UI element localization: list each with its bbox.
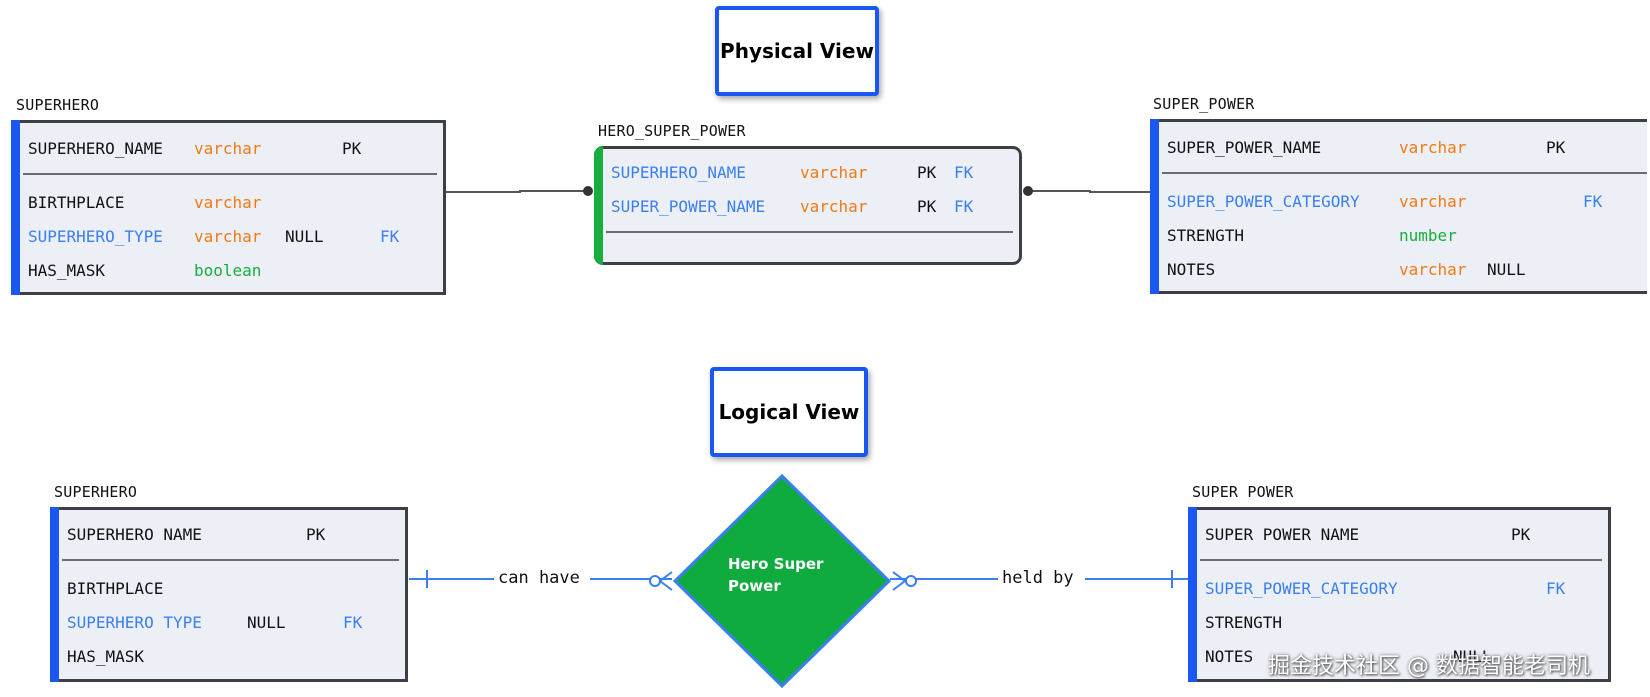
relationship-name-line1: Hero Super xyxy=(728,555,824,573)
pk-marker: PK xyxy=(1511,525,1531,544)
relationship-right-label: held by xyxy=(998,568,1078,588)
logical-superhero-table[interactable]: SUPERHERO NAME PK BIRTHPLACE SUPERHERO T… xyxy=(50,507,408,682)
logical-super-power-table-name: SUPER POWER xyxy=(1192,483,1294,501)
fk-marker: FK xyxy=(954,197,974,216)
column-name: SUPER_POWER_CATEGORY xyxy=(1167,192,1360,211)
physical-hero-super-power-table[interactable]: SUPERHERO_NAME varchar PK FK SUPER_POWER… xyxy=(594,146,1022,265)
fk-marker: FK xyxy=(1583,192,1603,211)
pk-column-name: SUPER_POWER_NAME xyxy=(1167,138,1322,157)
relationship-name-line2: Power xyxy=(728,577,781,595)
table-divider xyxy=(23,173,437,175)
watermark: 掘金技术社区 @ 数据智能老司机 xyxy=(1268,654,1590,679)
column-name: SUPER_POWER_NAME xyxy=(611,197,766,216)
physical-connector-right xyxy=(1028,190,1152,193)
pk-marker: PK xyxy=(917,163,937,182)
column-name: HAS_MASK xyxy=(28,261,106,280)
column-type: varchar xyxy=(800,163,868,182)
fk-marker: FK xyxy=(343,613,363,632)
column-type: number xyxy=(1399,226,1457,245)
column-name: SUPERHERO TYPE xyxy=(67,613,202,632)
column-name: STRENGTH xyxy=(1167,226,1245,245)
logical-super-power-table[interactable]: SUPER POWER NAME PK SUPER_POWER_CATEGORY… xyxy=(1188,507,1611,682)
physical-hero-super-power-table-name: HERO_SUPER_POWER xyxy=(598,122,746,140)
column-name: SUPERHERO_TYPE xyxy=(28,227,163,246)
column-name: SUPER_POWER_CATEGORY xyxy=(1205,579,1398,598)
relationship-left-label: can have xyxy=(494,568,584,588)
column-type: boolean xyxy=(194,261,262,280)
table-divider xyxy=(1162,172,1647,174)
logical-right-crowfoot xyxy=(892,571,907,591)
column-name: NOTES xyxy=(1167,260,1216,279)
physical-super-power-table[interactable]: SUPER_POWER_NAME varchar PK SUPER_POWER_… xyxy=(1150,119,1647,294)
pk-column-name: SUPER POWER NAME xyxy=(1205,525,1360,544)
column-type: varchar xyxy=(194,193,262,212)
physical-connector-right-dot xyxy=(1023,186,1033,196)
logical-left-crowfoot xyxy=(658,571,673,591)
pk-column-type: varchar xyxy=(194,139,262,158)
pk-marker: PK xyxy=(917,197,937,216)
fk-marker: FK xyxy=(380,227,400,246)
table-divider xyxy=(1200,559,1602,561)
relationship-name: Hero Super Power xyxy=(728,553,823,597)
logical-right-zero-mark xyxy=(905,575,917,587)
column-name: SUPERHERO_NAME xyxy=(611,163,746,182)
column-type: varchar xyxy=(1399,192,1467,211)
pk-column-name: SUPERHERO NAME xyxy=(67,525,202,544)
column-name: STRENGTH xyxy=(1205,613,1283,632)
relationship-diamond xyxy=(672,473,892,689)
column-name: NOTES xyxy=(1205,647,1254,666)
logical-superhero-table-name: SUPERHERO xyxy=(54,483,138,501)
physical-superhero-table-name: SUPERHERO xyxy=(16,96,100,114)
table-divider xyxy=(62,559,399,561)
physical-view-title: Physical View xyxy=(715,6,879,96)
column-type: varchar xyxy=(800,197,868,216)
logical-view-title: Logical View xyxy=(710,367,868,457)
null-marker: NULL xyxy=(1487,260,1526,279)
pk-column-type: varchar xyxy=(1399,138,1467,157)
pk-marker: PK xyxy=(1546,138,1566,157)
column-name: HAS_MASK xyxy=(67,647,145,666)
physical-connector-left xyxy=(446,190,588,193)
null-marker: NULL xyxy=(247,613,286,632)
fk-marker: FK xyxy=(1546,579,1566,598)
pk-marker: PK xyxy=(342,139,362,158)
pk-column-name: SUPERHERO_NAME xyxy=(28,139,163,158)
column-name: BIRTHPLACE xyxy=(67,579,164,598)
column-type: varchar xyxy=(194,227,262,246)
fk-marker: FK xyxy=(954,163,974,182)
column-name: BIRTHPLACE xyxy=(28,193,125,212)
table-divider xyxy=(606,231,1013,233)
physical-superhero-table[interactable]: SUPERHERO_NAME varchar PK BIRTHPLACE var… xyxy=(11,120,446,295)
physical-super-power-table-name: SUPER_POWER xyxy=(1153,95,1255,113)
null-marker: NULL xyxy=(285,227,324,246)
pk-marker: PK xyxy=(306,525,326,544)
column-type: varchar xyxy=(1399,260,1467,279)
null-marker: NULL xyxy=(1453,647,1492,666)
physical-connector-left-dot xyxy=(583,186,593,196)
